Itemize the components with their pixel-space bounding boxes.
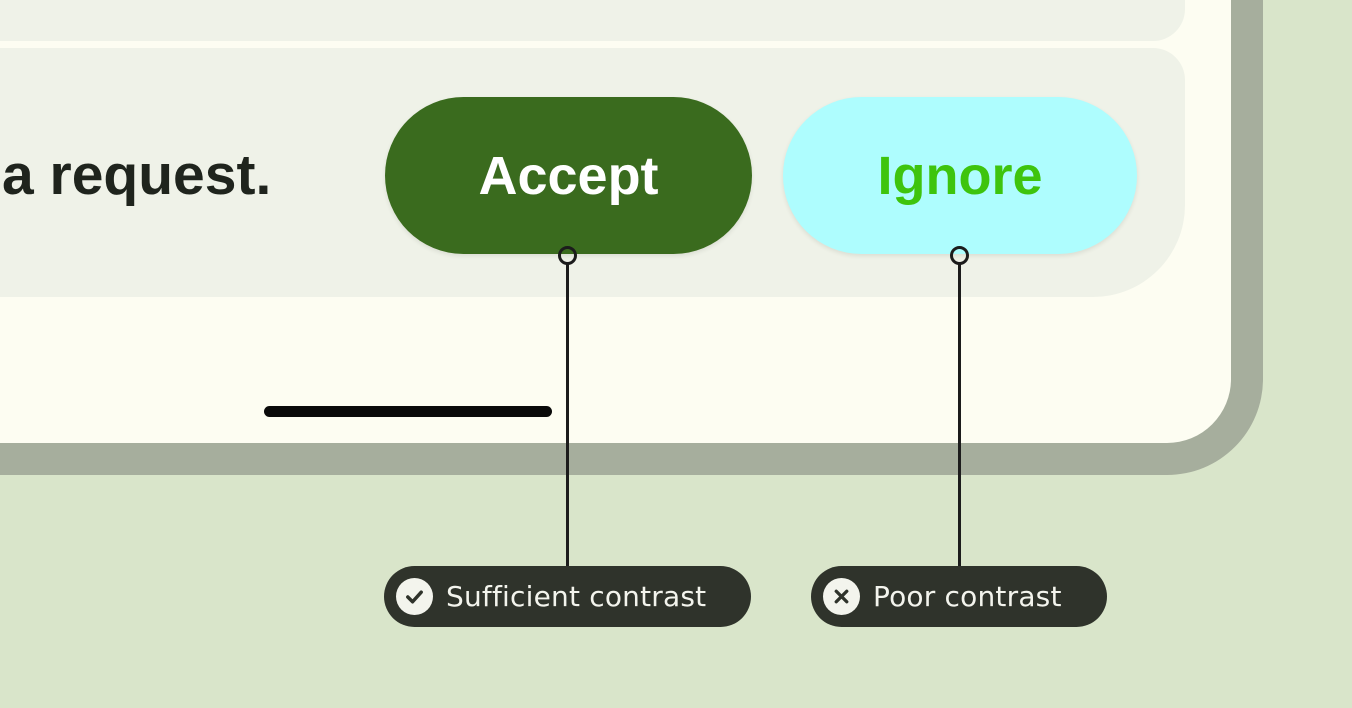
message-card-top [0, 0, 1185, 41]
connector-dot-ignore [950, 246, 969, 265]
x-circle-icon [823, 578, 860, 615]
connector-line-accept [566, 262, 569, 566]
connector-line-ignore [958, 262, 961, 566]
connector-dot-accept [558, 246, 577, 265]
home-indicator-bar [264, 406, 552, 417]
callout-poor-contrast: Poor contrast [811, 566, 1107, 627]
callout-label: Sufficient contrast [446, 580, 707, 613]
check-circle-icon [396, 578, 433, 615]
ignore-button[interactable]: Ignore [783, 97, 1137, 254]
message-text: a request. [2, 143, 272, 207]
callout-sufficient-contrast: Sufficient contrast [384, 566, 751, 627]
callout-label: Poor contrast [873, 580, 1062, 613]
accept-button[interactable]: Accept [385, 97, 752, 254]
